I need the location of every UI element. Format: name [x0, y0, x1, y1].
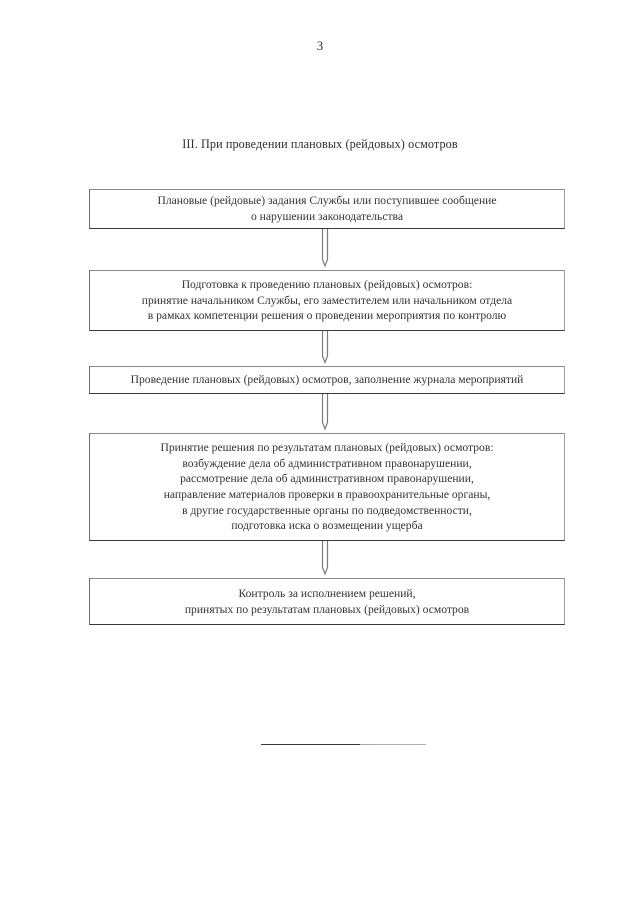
flow-box-3: Проведение плановых (рейдовых) осмотров,…	[89, 366, 565, 394]
flow-box-1-line-1: Плановые (рейдовые) задания Службы или п…	[157, 194, 497, 208]
flow-box-4-line-1: Принятие решения по результатам плановых…	[160, 441, 494, 455]
flow-box-2: Подготовка к проведению плановых (рейдов…	[89, 270, 565, 331]
flow-box-5-line-1: Контроль за исполнением решений,	[238, 586, 416, 600]
flow-box-5-line-2: принятых по результатам плановых (рейдов…	[184, 602, 470, 616]
flow-box-2-line-3: в рамках компетенции решения о проведени…	[147, 309, 507, 323]
flow-box-4-line-3: рассмотрение дела об административном пр…	[180, 472, 474, 486]
down-arrow-icon	[321, 541, 329, 576]
flow-box-4-line-5: в другие государственные органы по подве…	[182, 503, 472, 517]
down-arrow-icon	[321, 331, 329, 365]
footer-separator-rule	[261, 744, 426, 745]
flow-box-4-line-6: подготовка иска о возмещении ущерба	[231, 519, 423, 533]
connector-arrow-4	[314, 541, 336, 578]
flow-box-5: Контроль за исполнением решений, приняты…	[89, 578, 565, 625]
down-arrow-icon	[321, 394, 329, 431]
flow-box-2-line-2: принятие начальником Службы, его замести…	[141, 293, 513, 307]
flow-box-4-line-4: направление материалов проверки в правоо…	[163, 488, 491, 501]
section-heading: III. При проведении плановых (рейдовых) …	[182, 137, 458, 151]
down-arrow-icon	[321, 229, 329, 268]
flow-box-1: Плановые (рейдовые) задания Службы или п…	[89, 189, 565, 229]
page-number: 3	[316, 39, 324, 53]
flow-box-2-line-1: Подготовка к проведению плановых (рейдов…	[181, 278, 473, 292]
flow-box-4-line-2: возбуждение дела об административном пра…	[182, 456, 472, 470]
connector-arrow-1	[314, 229, 336, 270]
flow-box-1-line-2: о нарушении законодательства	[250, 210, 403, 223]
flow-box-4: Принятие решения по результатам плановых…	[89, 433, 565, 541]
connector-arrow-2	[314, 331, 336, 366]
flow-box-3-line-1: Проведение плановых (рейдовых) осмотров,…	[130, 373, 524, 387]
connector-arrow-3	[314, 394, 336, 433]
